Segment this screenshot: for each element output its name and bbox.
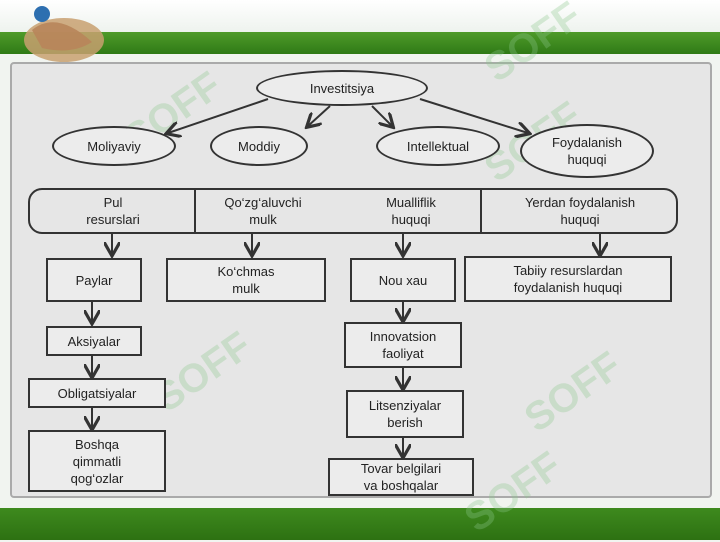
subcategory-frame: [28, 188, 678, 234]
top-green-bar: [0, 32, 720, 54]
item-box: Paylar: [46, 258, 142, 302]
subcategory-node: Qo‘zg‘aluvchi mulk: [224, 195, 302, 227]
subcategory-node: Mualliflik huquqi: [386, 195, 436, 227]
item-box: Obligatsiyalar: [28, 378, 166, 408]
category-node: Foydalanish huquqi: [520, 124, 654, 178]
frame-divider: [480, 188, 482, 234]
logo-icon: [24, 6, 104, 62]
item-box: Boshqa qimmatli qog‘ozlar: [28, 430, 166, 492]
arrow: [419, 98, 528, 133]
item-box: Ko‘chmas mulk: [166, 258, 326, 302]
subcategory-node: Pul resurslari: [86, 195, 140, 227]
item-box: Tabiiy resurslardan foydalanish huquqi: [464, 256, 672, 302]
subcategory-node: Yerdan foydalanish huquqi: [524, 195, 636, 227]
item-box: Nou xau: [350, 258, 456, 302]
category-node: Moliyaviy: [52, 126, 176, 166]
arrow: [308, 105, 331, 126]
root-node: Investitsiya: [256, 70, 428, 106]
bottom-green-bar: [0, 508, 720, 540]
item-box: Litsenziyalar berish: [346, 390, 464, 438]
header-band: [0, 0, 720, 32]
arrow: [168, 98, 269, 133]
item-box: Tovar belgilari va boshqalar: [328, 458, 474, 496]
arrow: [371, 105, 392, 126]
frame-divider: [194, 188, 196, 234]
category-node: Moddiy: [210, 126, 308, 166]
item-box: Aksiyalar: [46, 326, 142, 356]
category-node: Intellektual: [376, 126, 500, 166]
item-box: Innovatsion faoliyat: [344, 322, 462, 368]
